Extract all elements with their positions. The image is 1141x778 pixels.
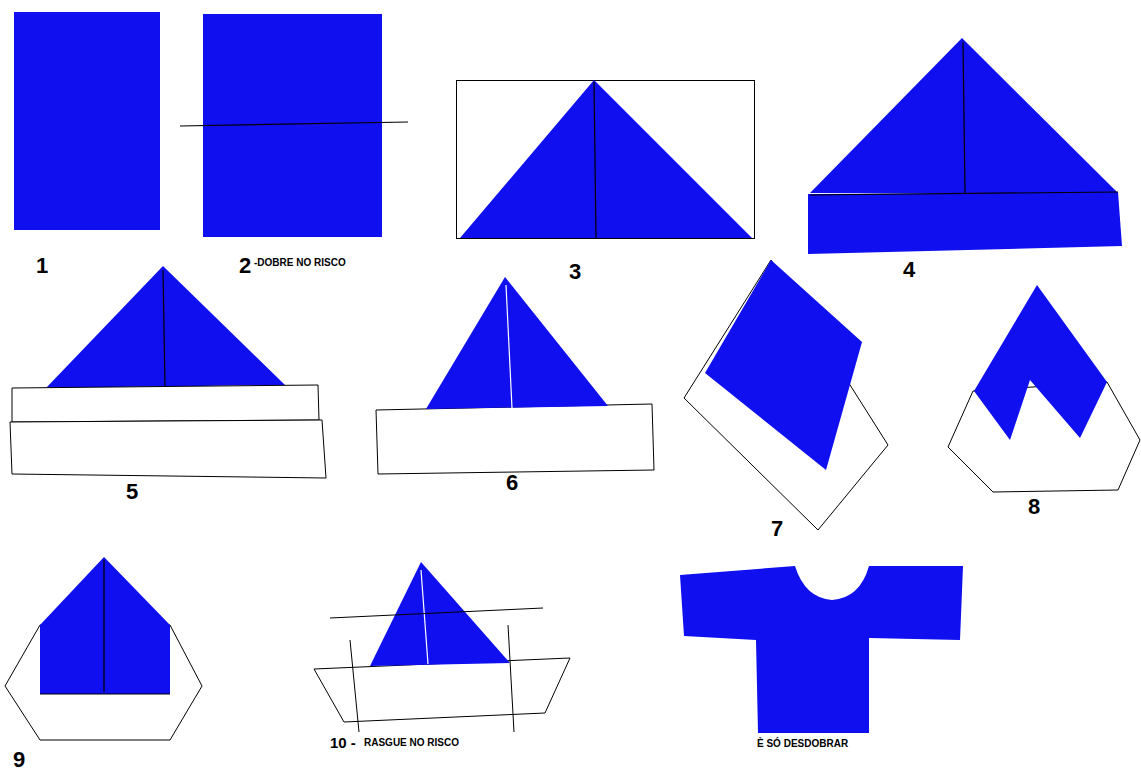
fold-line [421, 570, 428, 664]
step-number: 5 [126, 480, 138, 504]
folded-band [808, 192, 1122, 254]
instruction-note: È SÓ DESDOBRAR [757, 738, 848, 749]
instruction-note: RASGUE NO RISCO [364, 737, 459, 748]
fold-line [40, 694, 170, 695]
step-number: 1 [36, 254, 48, 278]
folded-band [376, 404, 654, 474]
paper-shirt [680, 566, 963, 733]
fold-line [594, 82, 596, 238]
paper-outline [457, 81, 755, 239]
fold-line [103, 560, 104, 692]
step-number: 9 [13, 748, 25, 772]
cut-line [350, 640, 359, 732]
folded-triangle [810, 38, 1118, 193]
step-number: 4 [903, 258, 915, 282]
step-number: 3 [569, 260, 581, 284]
step-number: 8 [1028, 495, 1040, 519]
instruction-note: -DOBRE NO RISCO [254, 257, 346, 268]
paper-outline [948, 382, 1140, 492]
folded-band [12, 385, 319, 422]
paper-shapes [14, 12, 382, 237]
fold-line [163, 270, 165, 387]
folded-triangle [370, 562, 510, 666]
step-number: 10 - [330, 735, 356, 752]
folded-triangle [40, 557, 170, 694]
fold-line [180, 122, 408, 126]
folded-triangle [426, 277, 608, 409]
paper-outline [684, 260, 888, 530]
cut-line [508, 625, 514, 732]
step-number: 6 [506, 471, 518, 495]
fold-line [963, 42, 965, 193]
folded-chevron [974, 285, 1107, 440]
paper-sheet [14, 12, 160, 230]
fold-line [810, 192, 1118, 195]
folded-diamond [705, 260, 862, 470]
cut-line [330, 608, 543, 618]
folded-triangle [460, 80, 752, 238]
folded-triangle [46, 266, 285, 388]
folded-band [10, 420, 326, 478]
step-number: 2 [239, 254, 251, 278]
step-number: 7 [771, 517, 783, 541]
fold-line [506, 285, 512, 408]
